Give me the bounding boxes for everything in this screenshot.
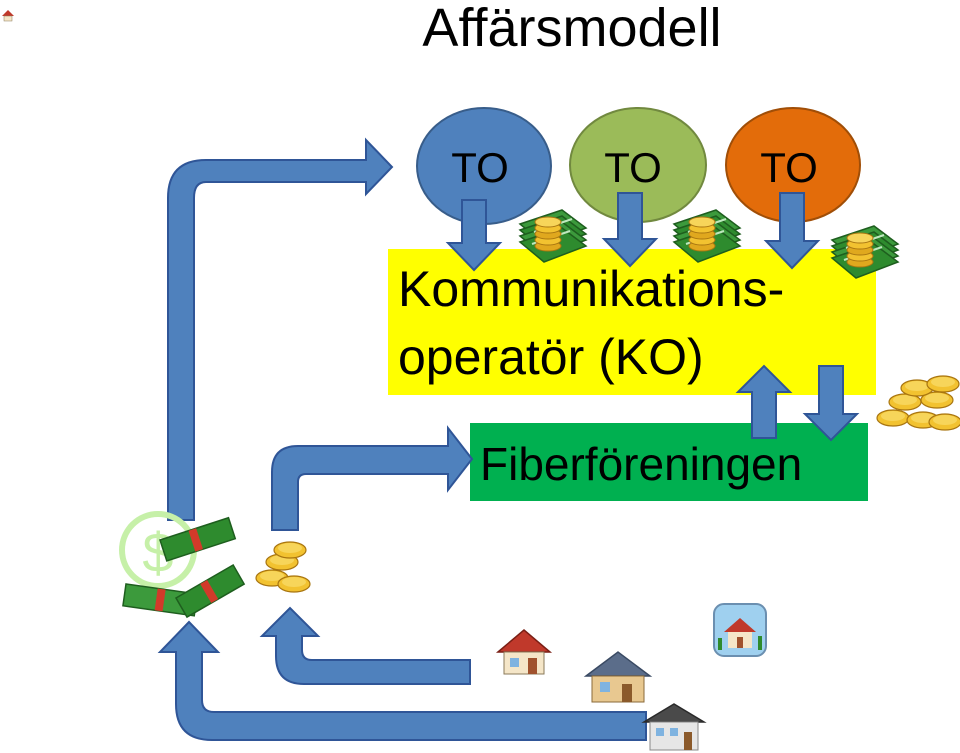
coin-stack-icon	[534, 216, 562, 252]
money-bills-icon	[122, 516, 246, 619]
coin-stack-icon	[846, 232, 874, 268]
arrow-up-fiber-to-ko	[735, 364, 793, 439]
coin-stack-icon	[255, 541, 311, 593]
ko-label-line2: operatör (KO)	[398, 329, 704, 385]
arrow-coins-to-fiber	[271, 425, 474, 531]
coin-stack-icon	[688, 216, 716, 252]
house-badge-icon	[713, 603, 767, 657]
operator-label-2: TO	[604, 144, 662, 191]
arrow-down-2	[601, 192, 659, 268]
operator-label-1: TO	[451, 144, 509, 191]
arrow-down-ko-to-fiber	[802, 365, 860, 442]
arrow-houses-to-coins	[259, 606, 471, 685]
ko-label-line1: Kommunikations-	[398, 261, 784, 317]
corner-house-icon	[2, 10, 14, 22]
page-title: Affärsmodell	[422, 0, 721, 58]
arrow-bottom-to-operators	[167, 137, 394, 521]
fiber-box	[470, 423, 868, 501]
arrow-down-3	[763, 192, 821, 270]
house-icon	[583, 651, 653, 703]
arrow-down-1	[445, 199, 503, 272]
arrow-houses-to-money	[157, 620, 647, 741]
fiber-label: Fiberföreningen	[480, 438, 802, 490]
coin-pile-icon	[876, 375, 960, 431]
ko-box	[388, 249, 876, 395]
house-icon	[641, 703, 707, 751]
house-icon	[495, 629, 553, 675]
operator-label-3: TO	[760, 144, 818, 191]
